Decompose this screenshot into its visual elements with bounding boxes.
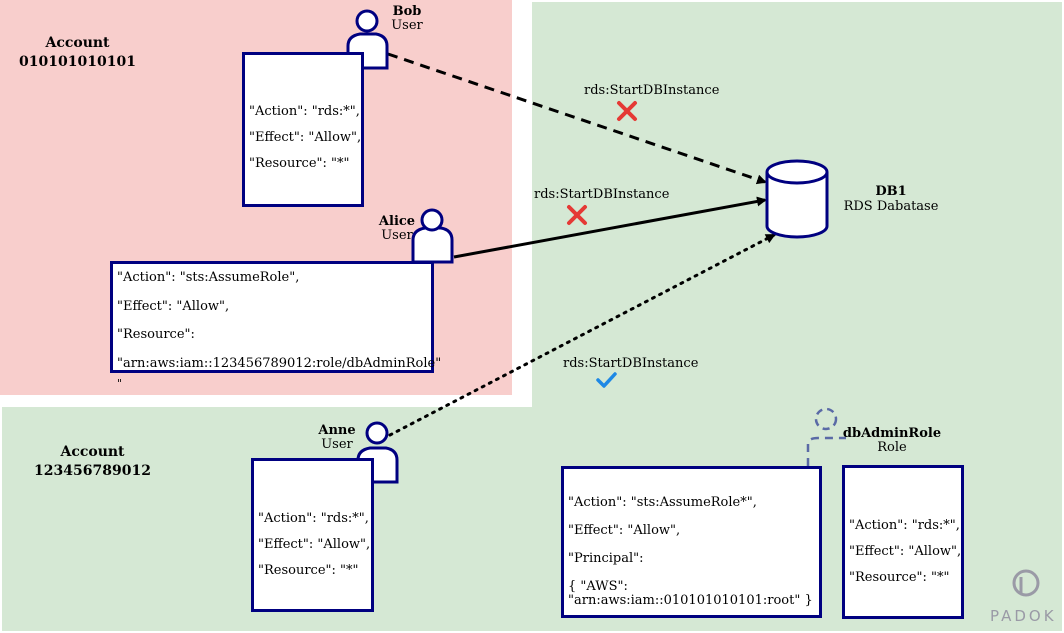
bob-label: Bob User — [380, 5, 434, 33]
db1-cylinder-icon — [765, 159, 829, 239]
account-2-id: 123456789012 — [34, 463, 151, 479]
alice-policy-line: "Action": "sts:AssumeRole", — [117, 270, 300, 285]
account-1-label: Account 010101010101 — [10, 34, 145, 72]
bob-policy-line: "Effect": "Allow", — [249, 130, 362, 145]
bob-policy-line: "Action": "rds:*", — [249, 104, 360, 119]
anne-edge-label: rds:StartDBInstance — [563, 356, 699, 371]
alice-type: User — [381, 228, 413, 243]
anne-policy-box: "Action": "rds:*", "Effect": "Allow", "R… — [251, 458, 374, 612]
trust-policy-line: "Effect": "Allow", — [568, 523, 681, 538]
trust-policy-line: "Principal": — [568, 551, 644, 566]
alice-edge-label: rds:StartDBInstance — [534, 187, 670, 202]
bob-policy-line: "Resource": "*" — [249, 156, 350, 171]
role-name: dbAdminRole — [842, 426, 942, 441]
alice-policy-line: "arn:aws:iam::123456789012:role/dbAdminR… — [117, 355, 442, 371]
role-connector — [806, 436, 846, 466]
alice-policy-line: "Effect": "Allow", — [117, 298, 230, 314]
anne-edge-allow-check-icon — [596, 372, 617, 388]
role-icon — [814, 407, 838, 431]
padok-logo-text: PADOK — [990, 607, 1057, 625]
bob-edge-label: rds:StartDBInstance — [584, 83, 720, 98]
edge-anne-db — [388, 233, 776, 437]
account-1-id: 010101010101 — [19, 54, 136, 70]
role-policy-line: "Resource": "*" — [849, 570, 950, 585]
role-policy-box: "Action": "rds:*", "Effect": "Allow", "R… — [842, 465, 964, 619]
trust-policy-line: "Action": "sts:AssumeRole*", — [568, 495, 757, 510]
alice-policy-trailing-quote: " — [117, 377, 123, 390]
anne-name: Anne — [318, 423, 356, 438]
edge-alice-db — [453, 196, 767, 259]
alice-policy-line: "Resource": — [117, 327, 195, 342]
alice-policy-box: "Action": "sts:AssumeRole", "Effect": "A… — [110, 261, 441, 373]
bob-name: Bob — [392, 4, 422, 19]
account-2-title: Account — [60, 444, 125, 460]
trust-policy-line: { "AWS": — [568, 579, 628, 594]
alice-user-icon — [411, 208, 454, 264]
anne-label: Anne User — [310, 424, 364, 452]
db1-label: DB1 RDS Dabatase — [838, 184, 944, 214]
anne-policy-line: "Effect": "Allow", — [258, 537, 371, 552]
role-type: Role — [877, 440, 907, 455]
role-policy-line: "Action": "rds:*", — [849, 518, 960, 533]
account-1-title: Account — [45, 35, 110, 51]
alice-name: Alice — [378, 214, 416, 229]
bob-type: User — [391, 18, 423, 33]
edge-bob-db — [387, 52, 767, 185]
anne-policy-line: "Action": "rds:*", — [258, 511, 369, 526]
anne-policy-line: "Resource": "*" — [258, 563, 359, 578]
padok-logo-icon — [1012, 569, 1040, 597]
account-2-label: Account 123456789012 — [25, 443, 160, 481]
anne-type: User — [321, 437, 353, 452]
alice-label: Alice User — [370, 215, 424, 243]
bob-edge-deny-icon — [617, 101, 637, 121]
bob-policy-box: "Action": "rds:*", "Effect": "Allow", "R… — [242, 52, 364, 207]
trust-policy-line: "arn:aws:iam::010101010101:root" } — [568, 593, 813, 608]
role-label: dbAdminRole Role — [842, 427, 942, 455]
alice-edge-deny-icon — [567, 205, 587, 225]
padok-logo: PADOK — [990, 567, 1060, 629]
role-policy-line: "Effect": "Allow", — [849, 544, 962, 559]
db1-name: DB1 — [875, 184, 907, 199]
trust-policy-box: "Action": "sts:AssumeRole*", "Effect": "… — [561, 466, 822, 618]
db1-type: RDS Dabatase — [843, 199, 939, 214]
